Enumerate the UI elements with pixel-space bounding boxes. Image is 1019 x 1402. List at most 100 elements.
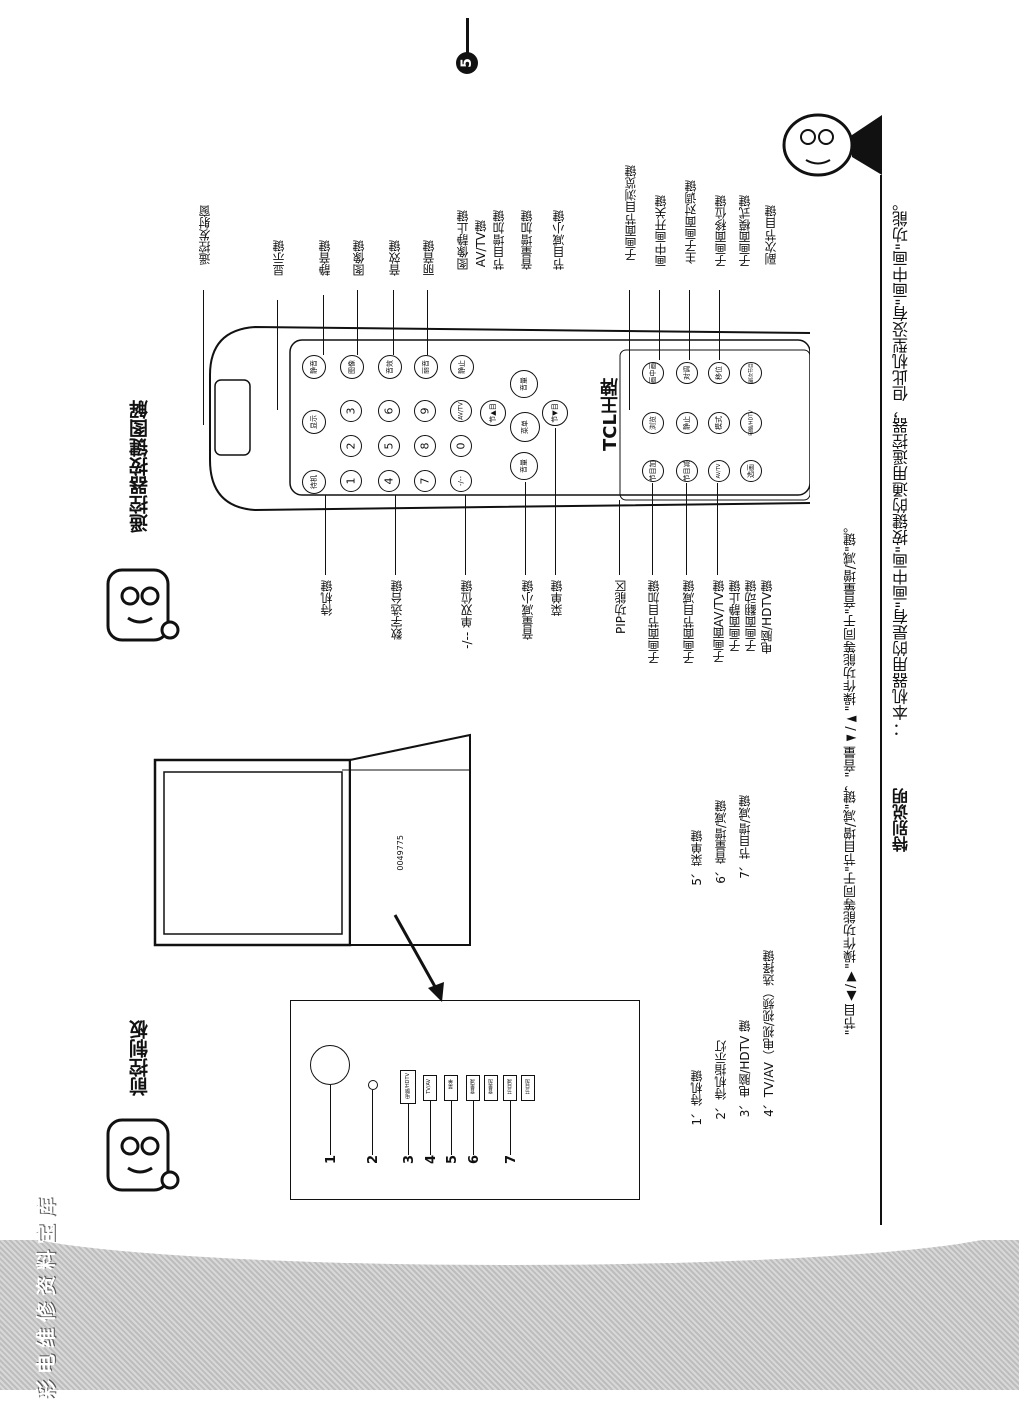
tv-illustration — [150, 730, 480, 950]
mascot-front — [100, 1110, 180, 1200]
digit-0-button[interactable]: 0 — [450, 435, 472, 457]
decorative-band — [0, 1240, 1019, 1390]
menu-button[interactable]: 菜单 — [510, 412, 540, 442]
mascot-remote — [100, 560, 180, 650]
leader-line — [203, 290, 204, 425]
leader-line — [652, 483, 653, 575]
panel-key-tv-av[interactable]: TV/AV — [423, 1075, 437, 1101]
pip-toggle-button[interactable]: 画中画 — [642, 362, 664, 384]
label-ch-up-key: 节目增加键 — [492, 210, 506, 270]
pip-ch-down-button[interactable]: 节目减 — [676, 460, 698, 482]
panel-key-menu[interactable]: 菜单 — [444, 1075, 458, 1101]
leader-line — [717, 483, 718, 575]
panel-key-vol-up[interactable]: 音量加 — [484, 1075, 498, 1101]
pip-avtv-button[interactable]: AV/TV — [708, 460, 730, 482]
leader-line — [325, 495, 326, 575]
callout-number: 5 — [445, 1155, 460, 1165]
label-display-key: 显示键 — [272, 240, 286, 276]
tv-serial: 0049775 — [396, 835, 405, 871]
leader-line — [393, 290, 394, 355]
label-vol-up-key: 音量增加键 — [520, 210, 534, 270]
pip-browse-button[interactable]: 浏览 — [642, 412, 664, 434]
label-nicam-key: 丽音键 — [422, 240, 436, 276]
label-vol-down-key: 音量减小键 — [521, 580, 535, 640]
channel-up-button[interactable]: 节▲目 — [480, 400, 506, 426]
nicam-button[interactable]: 丽音 — [414, 355, 438, 379]
digit-2-button[interactable]: 2 — [340, 435, 362, 457]
digit-3-button[interactable]: 3 — [340, 400, 362, 422]
note-separator — [880, 175, 882, 1225]
standby-indicator-icon — [368, 1080, 378, 1090]
pip-move-button[interactable]: 移位 — [708, 362, 730, 384]
digit-5-button[interactable]: 5 — [378, 435, 400, 457]
pc-hdtv-button[interactable]: 电脑/HDTV — [740, 410, 762, 436]
leader-line — [629, 290, 630, 410]
digit-8-button[interactable]: 8 — [414, 435, 436, 457]
label-avtv-key: AV/TV键 — [474, 220, 488, 268]
leader-line — [525, 482, 526, 575]
special-note-text: ：本机器用的是有"画中画"按键的通用遥控器，但此机型没有"画中画"功能。 — [892, 195, 911, 737]
band-title: 彩电维修资料宝库 — [34, 1192, 58, 1400]
panel-key-pc-hdtv[interactable]: 电脑/HDTV — [400, 1070, 416, 1104]
pip-select-button[interactable]: 选画 — [740, 460, 762, 482]
front-legend-6: 6、音量增/减键 — [714, 800, 728, 884]
digit-1-button[interactable]: 1 — [340, 470, 362, 492]
special-note-label: 特别说明 — [892, 788, 911, 852]
label-ch-down-key: 节目减小键 — [552, 210, 566, 270]
display-button[interactable]: 显示 — [302, 410, 326, 434]
label-picture-key: 图像键 — [352, 240, 366, 276]
callout-line — [330, 1085, 331, 1155]
label-single-double-key: -/-- 单双位键 — [460, 580, 474, 649]
digit-7-button[interactable]: 7 — [414, 470, 436, 492]
leader-line — [323, 295, 324, 355]
leader-line — [686, 483, 687, 575]
callout-line — [473, 1101, 474, 1155]
standby-button[interactable]: 待机 — [302, 470, 326, 494]
standby-power-button[interactable] — [310, 1045, 350, 1085]
leader-line — [277, 300, 278, 410]
freeze-button[interactable]: 静止 — [450, 355, 474, 379]
callout-line — [372, 1090, 373, 1155]
label-freeze-key: 图像静止键 — [456, 210, 470, 270]
leader-line — [689, 290, 690, 360]
front-legend-2: 2、待机指示灯 — [714, 1040, 728, 1120]
callout-number: 1 — [324, 1155, 339, 1165]
single-double-digit-button[interactable]: -/-- — [450, 470, 472, 492]
sub-program-button[interactable]: 副次节目 — [740, 362, 762, 384]
digit-6-button[interactable]: 6 — [378, 400, 400, 422]
label-pip-ch-down: 子画面节目减键 — [682, 580, 696, 664]
leader-line — [395, 495, 396, 575]
label-menu-key: 菜单键 — [550, 580, 564, 616]
remote-brand-logo: TCL王牌 — [600, 378, 621, 451]
label-pip-browse-key: 子画面节目浏览键 — [624, 165, 638, 261]
mute-button[interactable]: 静音 — [302, 355, 326, 379]
digit-9-button[interactable]: 9 — [414, 400, 436, 422]
remote-body — [205, 315, 811, 520]
sound-button[interactable]: 音效 — [378, 355, 402, 379]
front-panel-title: 前控制板 — [129, 1020, 151, 1096]
front-legend-1: 1、待机键 — [690, 1070, 704, 1126]
callout-number: 7 — [504, 1155, 519, 1165]
vol-down-button[interactable]: 音量 — [510, 452, 538, 480]
label-ir-window: 遥控发射窗 — [198, 205, 212, 265]
page-marker: 5 — [456, 52, 478, 74]
pip-freeze-button[interactable]: 静止 — [676, 412, 698, 434]
vol-up-button[interactable]: 音量 — [510, 370, 538, 398]
front-legend-4: 4、TV/AV（电视/视频）选择键 — [762, 950, 776, 1117]
callout-line — [510, 1101, 511, 1155]
label-sub-program-key: 副次节目键 — [764, 205, 778, 265]
pip-swap-button[interactable]: 对调 — [676, 362, 698, 384]
front-legend-7: 7、节目增/减键 — [738, 795, 752, 879]
pip-ch-up-button[interactable]: 节目加 — [642, 460, 664, 482]
label-pip-toggle-key: 画中画开关键 — [654, 195, 668, 267]
panel-key-ch-down[interactable]: 节目减 — [503, 1075, 517, 1101]
callout-line — [451, 1101, 452, 1155]
avtv-button[interactable]: AV/TV — [450, 400, 472, 422]
picture-button[interactable]: 图像 — [340, 355, 364, 379]
leader-line — [719, 290, 720, 360]
channel-down-button[interactable]: 节▼目 — [542, 400, 568, 426]
digit-4-button[interactable]: 4 — [378, 470, 400, 492]
panel-key-ch-up[interactable]: 节目加 — [521, 1075, 535, 1101]
panel-key-vol-down[interactable]: 音量减 — [466, 1075, 480, 1101]
pip-mode-button[interactable]: 模式 — [708, 412, 730, 434]
